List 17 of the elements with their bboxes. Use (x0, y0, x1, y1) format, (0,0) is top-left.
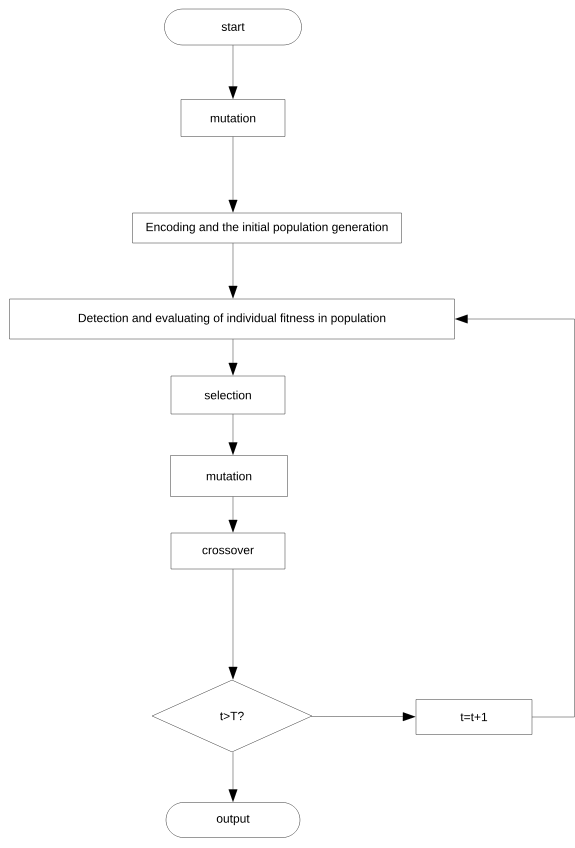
arrow (228, 243, 238, 298)
process-box: crossover (170, 532, 286, 570)
arrow (228, 569, 238, 680)
arrow (228, 45, 238, 99)
arrow (228, 414, 238, 455)
process-box: Detection and evaluating of individual fitness in population (9, 298, 455, 340)
arrow (228, 752, 238, 802)
arrow (228, 496, 238, 532)
arrow (228, 339, 238, 376)
process-box: t=t+1 (416, 699, 532, 735)
process-box: Encoding and the initial population generation (132, 212, 402, 244)
process-box: mutation (170, 455, 288, 497)
process-box: mutation (180, 99, 286, 137)
process-box: selection (170, 376, 286, 414)
arrow (311, 712, 416, 722)
arrow (228, 136, 238, 212)
arrow (455, 314, 575, 718)
